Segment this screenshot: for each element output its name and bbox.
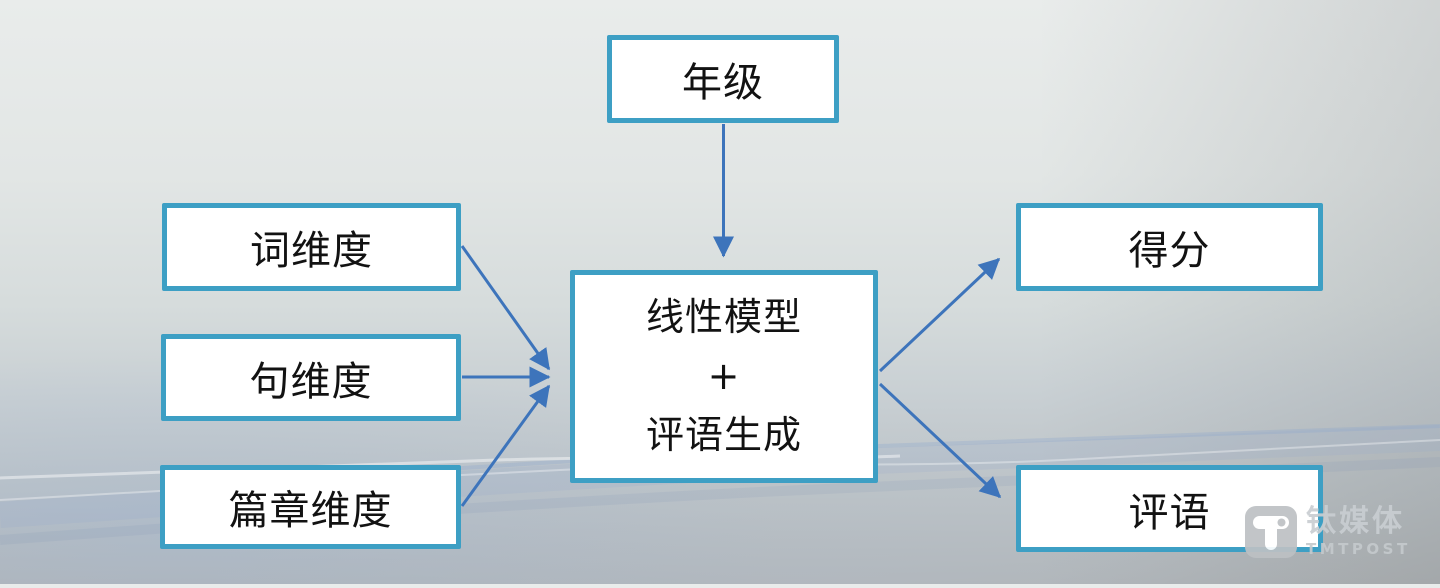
node-passage-dimension-label: 篇章维度 <box>228 488 393 534</box>
node-word-dimension-label: 词维度 <box>250 228 373 274</box>
arrow-model-to-score <box>878 257 1001 373</box>
node-model-line1: 线性模型 <box>645 295 802 340</box>
node-score-label: 得分 <box>1128 228 1211 274</box>
arrow-model-to-comment <box>878 382 1002 499</box>
node-grade-label: 年级 <box>682 60 764 106</box>
arrow-passage-to-model <box>460 384 551 507</box>
node-model-line3: 评语生成 <box>645 412 802 457</box>
node-grade: 年级 <box>607 35 839 123</box>
node-score: 得分 <box>1016 203 1323 291</box>
node-model-line2: + <box>707 354 741 399</box>
node-model: 线性模型 + 评语生成 <box>570 270 878 483</box>
node-comment-label: 评语 <box>1128 489 1211 536</box>
node-passage-dimension: 篇章维度 <box>160 465 461 549</box>
node-sentence-dimension-label: 句维度 <box>249 358 373 405</box>
node-sentence-dimension: 句维度 <box>161 334 461 421</box>
node-comment: 评语 <box>1016 465 1323 552</box>
node-word-dimension: 词维度 <box>162 203 461 291</box>
arrow-word-to-model <box>460 245 551 371</box>
